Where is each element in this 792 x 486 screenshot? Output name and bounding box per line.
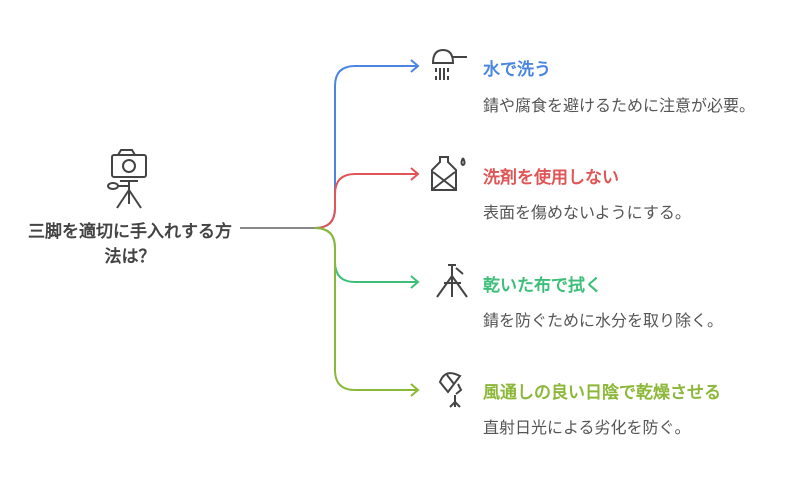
camera-tripod-icon	[107, 149, 147, 209]
branch-desc-dry-cloth: 錆を防ぐために水分を取り除く。	[483, 311, 724, 330]
branch-desc-wash-with-water: 錆や腐食を避けるために注意が必要。	[483, 96, 756, 115]
branch-desc-shade-dry: 直射日光による劣化を防ぐ。	[483, 418, 691, 437]
arrow-2	[410, 167, 420, 181]
branch-line-2	[314, 173, 418, 229]
no-detergent-icon	[431, 156, 466, 191]
branch-title-no-detergent: 洗剤を使用しない	[483, 168, 619, 188]
branch-line-3	[314, 227, 418, 283]
branch-title-shade-dry: 風通しの良い日陰で乾燥させる	[483, 383, 721, 403]
arrow-4	[410, 383, 420, 397]
branch-title-wash-with-water: 水で洗う	[483, 60, 551, 80]
branch-desc-no-detergent: 表面を傷めないようにする。	[483, 203, 691, 222]
central-topic: 三脚を適切に手入れする方法は？	[28, 222, 232, 267]
tripod-icon	[436, 264, 468, 298]
umbrella-stand-icon	[438, 372, 463, 408]
branch-line-1	[314, 65, 418, 229]
arrow-1	[410, 59, 420, 73]
arrow-3	[410, 275, 420, 289]
shower-icon	[431, 48, 467, 80]
branch-title-dry-cloth: 乾いた布で拭く	[483, 276, 602, 296]
branch-line-4	[314, 227, 418, 391]
